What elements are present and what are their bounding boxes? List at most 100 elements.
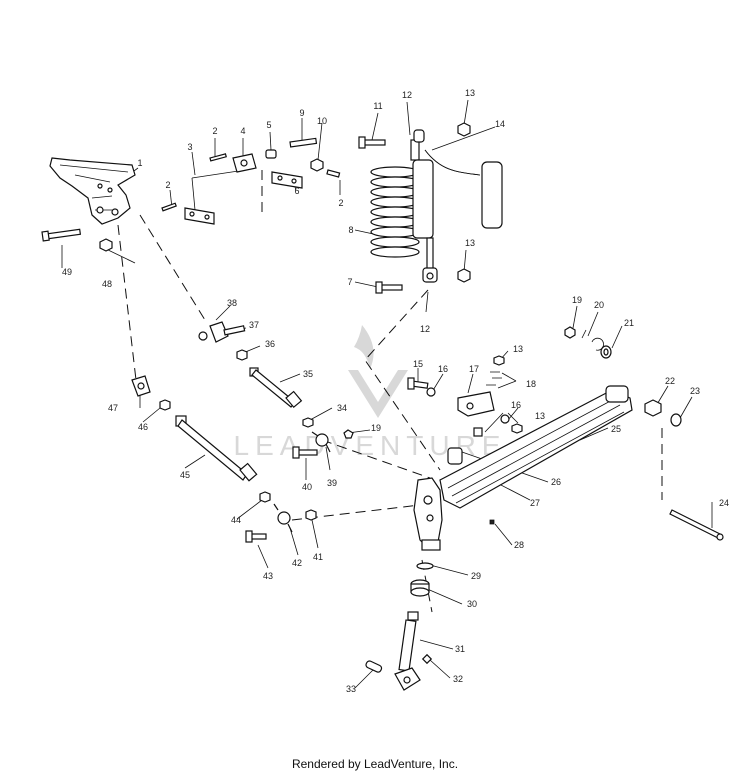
- part-48-nut: [99, 238, 113, 252]
- callout-13: 13: [465, 88, 475, 98]
- part-6-plate: [271, 171, 303, 189]
- callout-16: 16: [438, 364, 448, 374]
- part-22-bushing: [644, 399, 662, 417]
- callout-3: 3: [187, 142, 192, 152]
- callout-21: 21: [624, 318, 634, 328]
- callout-16: 16: [511, 400, 521, 410]
- callout-2: 2: [165, 180, 170, 190]
- callout-48: 48: [102, 279, 112, 289]
- watermark-text: LEADVENTURE: [234, 430, 507, 461]
- part-8-coil-spring: [370, 166, 420, 258]
- callout-4: 4: [240, 126, 245, 136]
- callout-14: 14: [495, 119, 505, 129]
- part-40-bolt: [292, 446, 318, 459]
- part-20-seal: [581, 329, 604, 351]
- callout-19: 19: [572, 295, 582, 305]
- callout-39: 39: [327, 478, 337, 488]
- callout-44: 44: [231, 515, 241, 525]
- callout-12: 12: [402, 90, 412, 100]
- part-47-tie-rod-end: [131, 375, 151, 397]
- part-39-tie-rod-end: [311, 431, 331, 453]
- part-13-nut: [457, 122, 523, 434]
- part-46-nut: [159, 399, 171, 411]
- callout-8: 8: [348, 225, 353, 235]
- callout-11: 11: [373, 101, 382, 111]
- part-2-pin: [161, 153, 341, 212]
- footer-credit: Rendered by LeadVenture, Inc.: [291, 757, 459, 771]
- part-15-bolt: [407, 377, 429, 390]
- callout-31: 31: [455, 644, 465, 654]
- part-11-bolt: [358, 136, 386, 149]
- callout-45: 45: [180, 470, 190, 480]
- callout-15: 15: [413, 359, 423, 369]
- part-42-tie-rod-end: [273, 503, 293, 533]
- callout-6: 6: [294, 186, 299, 196]
- part-43-bolt: [245, 530, 267, 543]
- callout-13: 13: [535, 411, 545, 421]
- leader-lines: [61, 99, 713, 689]
- part-10-nut: [310, 158, 324, 172]
- part-35-tie-rod: [249, 367, 303, 409]
- part-7-bolt: [375, 281, 403, 294]
- callout-38: 38: [227, 298, 237, 308]
- callout-12: 12: [420, 324, 430, 334]
- part-29-washer: [416, 562, 434, 570]
- part-44-nut: [259, 491, 271, 503]
- callout-37: 37: [249, 320, 259, 330]
- part-34-nut: [302, 417, 314, 428]
- callout-34: 34: [337, 403, 347, 413]
- part-4-block: [232, 153, 257, 173]
- callout-27: 27: [530, 498, 540, 508]
- part-36-nut: [236, 349, 248, 361]
- callout-7: 7: [347, 277, 352, 287]
- callout-42: 42: [292, 558, 302, 568]
- part-3-plate: [184, 207, 215, 225]
- callout-18: 18: [526, 379, 536, 389]
- part-32-pin: [421, 653, 433, 665]
- callout-43: 43: [263, 571, 273, 581]
- part-12-shock-absorber: [410, 129, 438, 283]
- part-5-bushing: [265, 149, 277, 159]
- part-16-washer: [426, 387, 510, 424]
- part-24-pivot-shaft: [669, 509, 724, 541]
- callout-1: 1: [137, 158, 142, 168]
- part-17-bracket: [457, 391, 495, 417]
- callout-23: 23: [690, 386, 700, 396]
- part-14-reservoir: [424, 149, 503, 229]
- part-33-bolt: [365, 660, 383, 673]
- part-18-clip: [486, 371, 502, 386]
- callout-29: 29: [471, 571, 481, 581]
- callout-5: 5: [266, 120, 271, 130]
- part-23-o-ring: [670, 413, 682, 427]
- part-38-ball-joint: [198, 331, 208, 341]
- part-21-bearing: [600, 345, 612, 359]
- part-28-grease-fitting: [489, 519, 495, 525]
- callout-labels: 1 2 2 2 3 4 5 6 7 8 9 10 11 12 12 13 13 …: [62, 88, 729, 694]
- callout-32: 32: [453, 674, 463, 684]
- part-31-spindle: [394, 611, 421, 691]
- callout-25: 25: [611, 424, 621, 434]
- callout-26: 26: [551, 477, 561, 487]
- callout-13: 13: [465, 238, 475, 248]
- callout-13: 13: [513, 344, 523, 354]
- callout-28: 28: [514, 540, 524, 550]
- part-45-tie-rod: [175, 415, 258, 482]
- callout-33: 33: [346, 684, 356, 694]
- callout-47: 47: [108, 403, 118, 413]
- callout-2: 2: [338, 198, 343, 208]
- steering-knuckle: [413, 477, 443, 551]
- callout-40: 40: [302, 482, 312, 492]
- callout-36: 36: [265, 339, 275, 349]
- callout-20: 20: [594, 300, 604, 310]
- callout-17: 17: [469, 364, 479, 374]
- callout-46: 46: [138, 422, 148, 432]
- callout-41: 41: [313, 552, 323, 562]
- part-9-pin: [289, 137, 318, 148]
- callout-30: 30: [467, 599, 477, 609]
- callout-19: 19: [371, 423, 381, 433]
- callout-22: 22: [665, 376, 675, 386]
- callout-35: 35: [303, 369, 313, 379]
- part-1-front-bracket: [49, 157, 136, 225]
- callout-24: 24: [719, 498, 729, 508]
